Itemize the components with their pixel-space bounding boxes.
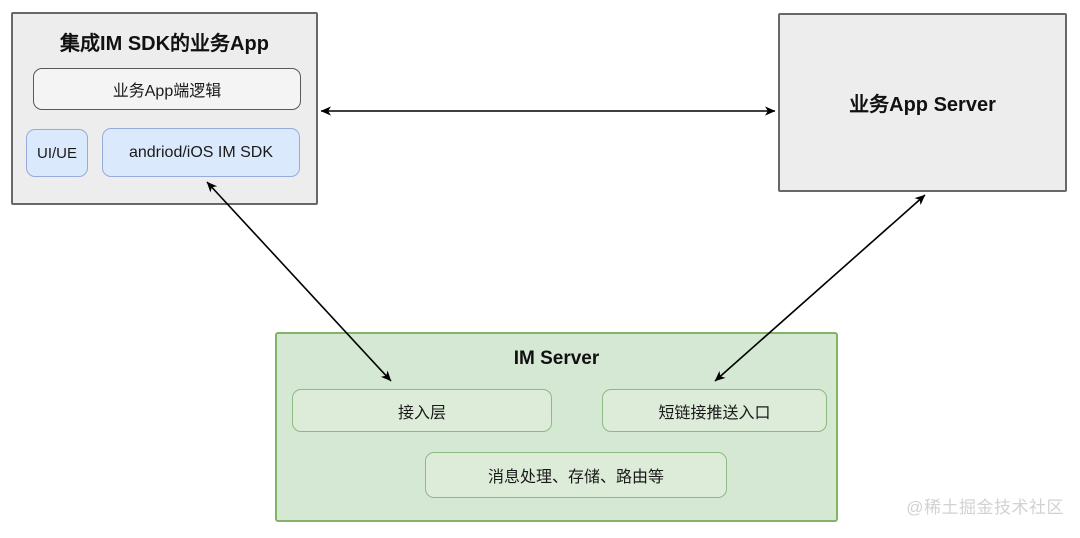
business-app-box: 集成IM SDK的业务App 业务App端逻辑 UI/UE andriod/iO… [11, 12, 318, 205]
message-process-label: 消息处理、存储、路由等 [487, 469, 664, 486]
shortlink-entry-box: 短链接推送入口 [602, 389, 827, 432]
access-layer-label: 接入层 [397, 404, 446, 422]
im-server-title: IM Server [513, 348, 600, 369]
im-sdk-label: andriod/iOS IM SDK [128, 143, 274, 161]
ui-ue-box: UI/UE [26, 129, 88, 177]
business-app-title: 集成IM SDK的业务App [60, 33, 269, 55]
access-layer-box: 接入层 [292, 389, 552, 432]
watermark-text: @稀土掘金技术社区 [906, 498, 1064, 517]
im-server-box: IM Server 接入层 短链接推送入口 消息处理、存储、路由等 [275, 332, 838, 522]
shortlink-entry-label: 短链接推送入口 [658, 404, 771, 422]
im-sdk-box: andriod/iOS IM SDK [102, 128, 300, 177]
message-process-box: 消息处理、存储、路由等 [425, 452, 727, 498]
app-server-box: 业务App Server [778, 13, 1067, 192]
app-server-label: 业务App Server [849, 94, 996, 116]
ui-ue-label: UI/UE [36, 144, 77, 162]
app-logic-box: 业务App端逻辑 [33, 68, 301, 110]
app-logic-label: 业务App端逻辑 [112, 83, 222, 100]
